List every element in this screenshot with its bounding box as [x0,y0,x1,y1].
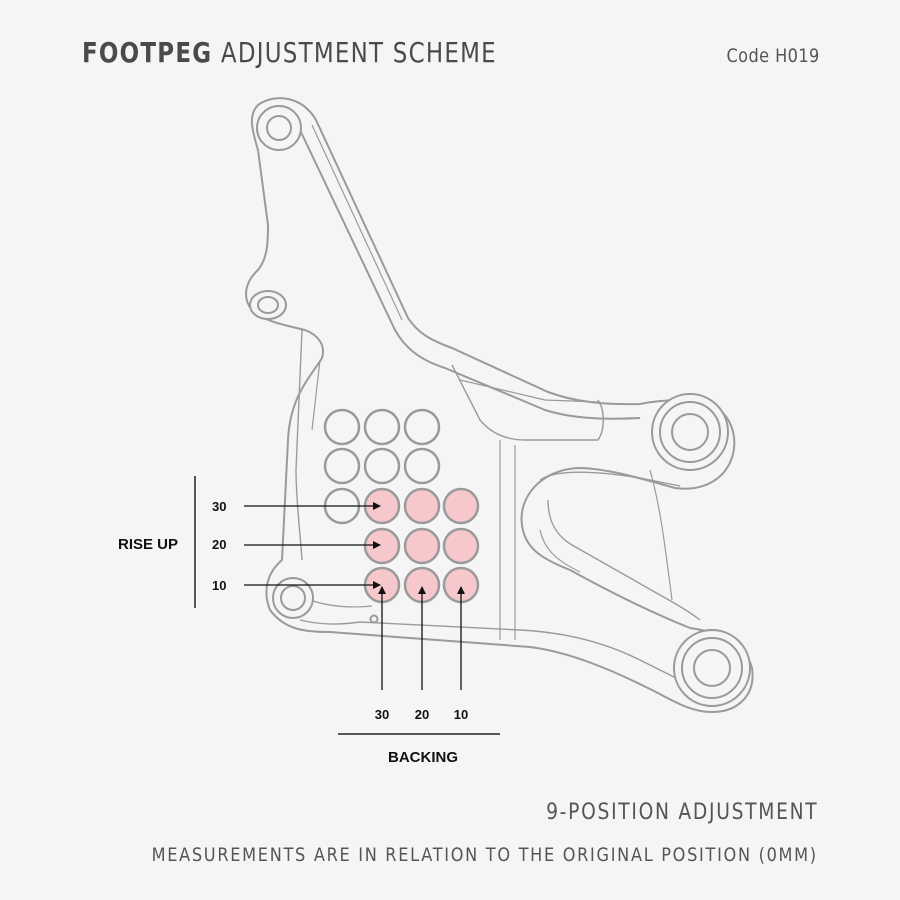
hole-position [442,527,480,565]
product-code: Code H019 [726,45,820,67]
rise-up-value: 10 [212,578,226,593]
hole-position [363,527,401,565]
hole-empty [403,408,441,446]
rise-up-label: RISE UP [118,536,178,553]
backing-value: 20 [415,707,429,722]
hole-empty [323,447,361,485]
measurement-note: MEASUREMENTS ARE IN RELATION TO THE ORIG… [151,844,818,866]
backing-value: 30 [375,707,389,722]
rise-up-value: 30 [212,499,226,514]
hole-position [403,487,441,525]
adjustment-subtitle: 9-POSITION ADJUSTMENT [545,800,818,825]
position-holes [323,408,480,604]
backing-label: BACKING [388,749,458,766]
backing-value: 10 [454,707,468,722]
hole-empty [363,408,401,446]
hole-empty [323,408,361,446]
title-bold: FOOTPEG [82,36,213,69]
rise-up-value: 20 [212,537,226,552]
title-rest: ADJUSTMENT SCHEME [220,36,497,69]
hole-position [403,527,441,565]
mounting-holes [249,105,751,707]
hole-position [442,487,480,525]
bracket-outline [245,97,754,713]
page-title: FOOTPEG ADJUSTMENT SCHEME [82,36,497,69]
small-pin-hole [369,614,379,624]
hole-empty [403,447,441,485]
hole-empty [363,447,401,485]
